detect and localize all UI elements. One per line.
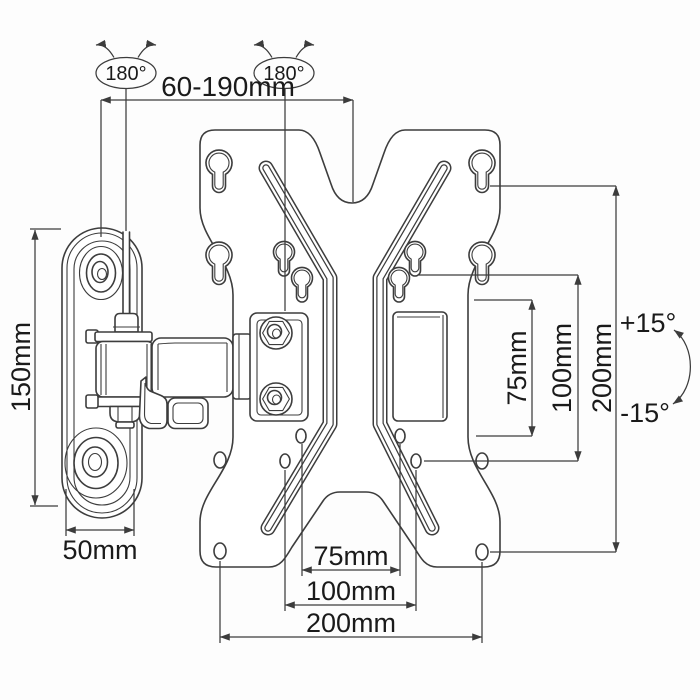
stamped-rib-right (372, 160, 452, 536)
tilt-down-label: -15° (620, 398, 670, 428)
stamped-rib-left (258, 160, 338, 536)
retaining-clip (138, 376, 209, 430)
vesa-v75-label: 75mm (502, 330, 532, 405)
dim-vesa-vertical-200: 200mm (490, 185, 620, 553)
vesa-plate-outline (199, 129, 501, 568)
vesa-h200-label: 200mm (306, 608, 396, 638)
swivel-right-label: 180° (263, 63, 304, 85)
tilt-up-label: +15° (620, 308, 677, 338)
dim-extension-range: 60-190mm (100, 71, 354, 311)
vesa-plate (199, 129, 501, 568)
dim-vesa-horizontal-100: 100mm (284, 470, 417, 611)
extension-range-label: 60-190mm (161, 71, 295, 102)
vesa-h75-label: 75mm (313, 541, 388, 571)
dim-wall-plate-width: 50mm (62, 489, 138, 565)
swivel-indicator-left: 180° (95, 39, 157, 90)
swivel-post (113, 231, 140, 333)
swivel-indicator-right: 180° (253, 39, 315, 90)
dim-vesa-vertical-100: 100mm (419, 274, 582, 462)
wall-plate-height-label: 150mm (6, 322, 36, 412)
swivel-left-label: 180° (105, 63, 146, 85)
wall-plate-width-label: 50mm (62, 535, 137, 565)
vesa-v100-label: 100mm (547, 323, 577, 413)
hex-bolt-bottom (259, 382, 293, 416)
arm-channel (151, 333, 252, 400)
dim-vesa-vertical-75: 75mm (474, 299, 536, 437)
hex-bolt-top (259, 316, 293, 350)
dim-vesa-horizontal-75: 75mm (301, 444, 401, 576)
articulating-arm (85, 231, 309, 430)
dimension-annotations: 180° 180° 60-190mm 150mm 50mm (6, 39, 691, 643)
bolt-plate (249, 312, 309, 422)
dim-vesa-horizontal-200: 200mm (219, 561, 483, 643)
vesa-h100-label: 100mm (306, 576, 396, 606)
pivot-cylinder (85, 329, 155, 409)
tilt-indicator: +15° -15° (620, 308, 691, 428)
dim-wall-plate-height: 150mm (6, 228, 61, 507)
center-rect-tab (392, 311, 448, 422)
vesa-v200-label: 200mm (587, 323, 617, 413)
